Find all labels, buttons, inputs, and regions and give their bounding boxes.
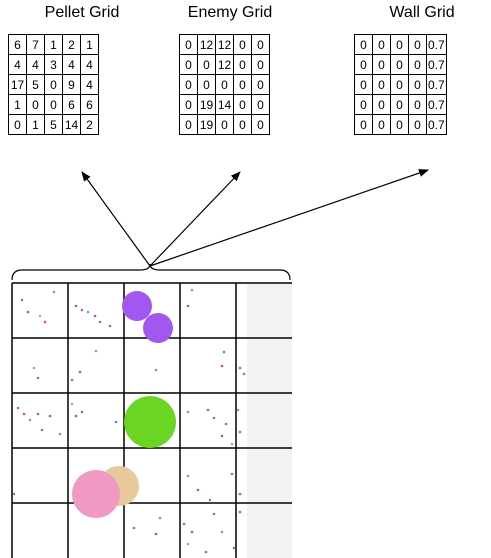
enemy-purple-1	[122, 291, 152, 321]
game-field	[12, 283, 292, 558]
arrow-to-pellet-grid	[82, 172, 150, 266]
curly-brace	[12, 264, 290, 280]
wall-region	[247, 283, 292, 558]
enemy-pink	[72, 470, 120, 518]
arrow-to-enemy-grid	[150, 172, 240, 266]
enemy-green	[124, 396, 176, 448]
arrow-to-wall-grid	[150, 170, 428, 266]
enemy-purple-2	[143, 313, 173, 343]
